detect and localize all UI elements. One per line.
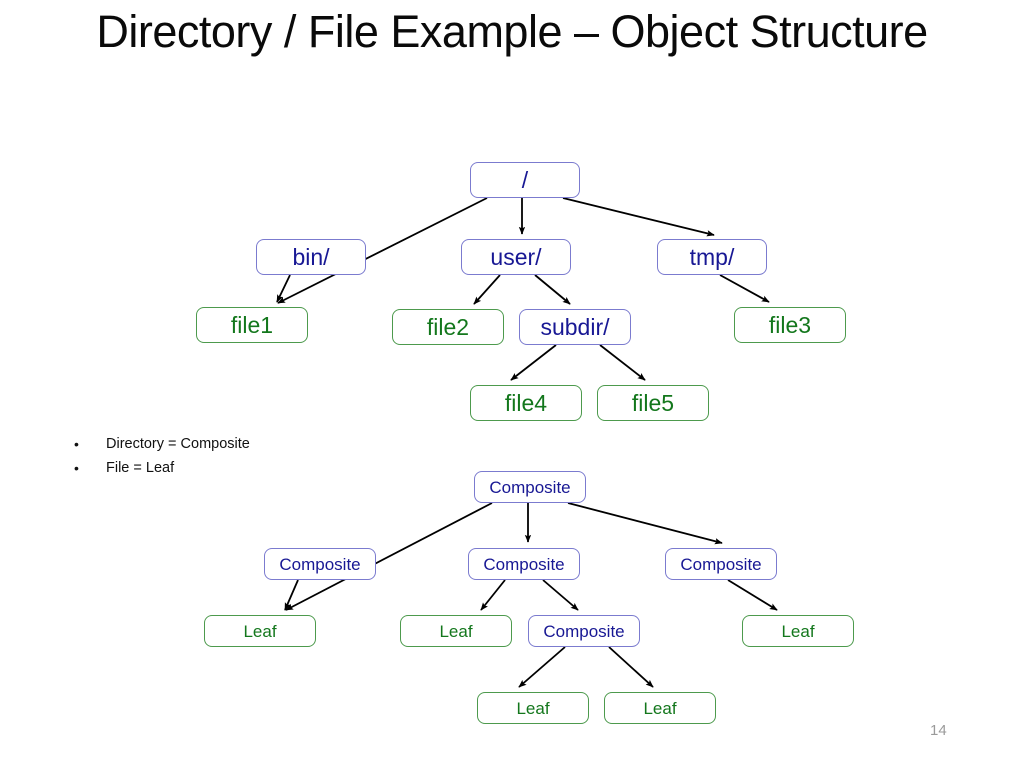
tree-node-o-user[interactable]: Composite — [468, 548, 580, 580]
tree-node-label: file5 — [631, 389, 675, 416]
tree-node-o-leaf2[interactable]: Leaf — [400, 615, 512, 647]
tree-node-o-tmp[interactable]: Composite — [665, 548, 777, 580]
tree-node-label: Leaf — [516, 698, 550, 718]
tree-node-label: file4 — [504, 389, 548, 416]
bullet-text: File = Leaf — [106, 460, 175, 476]
tree-node-subdir[interactable]: subdir/ — [519, 309, 631, 345]
tree-edge-arrow — [284, 579, 299, 611]
tree-node-root[interactable]: / — [470, 162, 580, 198]
tree-node-file3[interactable]: file3 — [734, 307, 846, 343]
tree-node-label: file2 — [426, 313, 470, 340]
tree-node-o-leaf1[interactable]: Leaf — [204, 615, 316, 647]
tree-edge-arrow — [727, 579, 778, 611]
tree-node-label: Composite — [279, 554, 361, 574]
tree-node-file2[interactable]: file2 — [392, 309, 504, 345]
tree-node-label: Composite — [483, 554, 565, 574]
bullet-list: • Directory = Composite • File = Leaf — [66, 432, 396, 480]
tree-edge-arrow — [510, 344, 557, 381]
tree-node-label: bin/ — [292, 243, 330, 270]
tree-edge-arrow — [608, 646, 654, 688]
tree-node-o-leaf3[interactable]: Leaf — [742, 615, 854, 647]
tree-node-file5[interactable]: file5 — [597, 385, 709, 421]
page-number: 14 — [930, 722, 947, 739]
tree-node-o-leaf5[interactable]: Leaf — [604, 692, 716, 724]
tree-edge-arrow — [567, 502, 723, 545]
tree-node-label: file3 — [768, 311, 812, 338]
tree-edge-arrow — [518, 646, 566, 688]
tree-node-tmp[interactable]: tmp/ — [657, 239, 767, 275]
tree-node-bin[interactable]: bin/ — [256, 239, 366, 275]
tree-node-label: Leaf — [439, 621, 473, 641]
bullet-marker-icon: • — [74, 436, 79, 452]
tree-node-label: Composite — [543, 621, 625, 641]
tree-edge-arrow — [276, 274, 291, 303]
tree-node-label: file1 — [230, 311, 274, 338]
tree-node-o-subdir[interactable]: Composite — [528, 615, 640, 647]
tree-node-label: subdir/ — [540, 313, 610, 340]
tree-node-user[interactable]: user/ — [461, 239, 571, 275]
tree-node-label: Leaf — [781, 621, 815, 641]
tree-edge-arrow — [480, 579, 506, 611]
tree-edge-arrow — [542, 579, 579, 611]
tree-edge-arrow — [534, 274, 571, 305]
tree-node-label: Leaf — [643, 698, 677, 718]
bullet-marker-icon: • — [74, 460, 79, 476]
tree-node-o-root[interactable]: Composite — [474, 471, 586, 503]
bullet-item: • Directory = Composite — [66, 432, 396, 456]
tree-node-label: Leaf — [243, 621, 277, 641]
tree-node-label: tmp/ — [689, 243, 735, 270]
tree-node-label: Composite — [680, 554, 762, 574]
tree-node-label: Composite — [489, 477, 571, 497]
bullet-text: Directory = Composite — [106, 436, 250, 452]
tree-edge-arrow — [599, 344, 646, 381]
tree-node-label: / — [521, 166, 529, 193]
tree-node-file1[interactable]: file1 — [196, 307, 308, 343]
bullet-item: • File = Leaf — [66, 456, 396, 480]
tree-node-o-leaf4[interactable]: Leaf — [477, 692, 589, 724]
tree-node-o-bin[interactable]: Composite — [264, 548, 376, 580]
tree-edge-arrow — [473, 274, 501, 305]
tree-edge-arrow — [719, 274, 770, 303]
page-title: Directory / File Example – Object Struct… — [96, 6, 928, 57]
tree-node-file4[interactable]: file4 — [470, 385, 582, 421]
tree-edge-arrow — [562, 197, 715, 237]
tree-node-label: user/ — [490, 243, 542, 270]
